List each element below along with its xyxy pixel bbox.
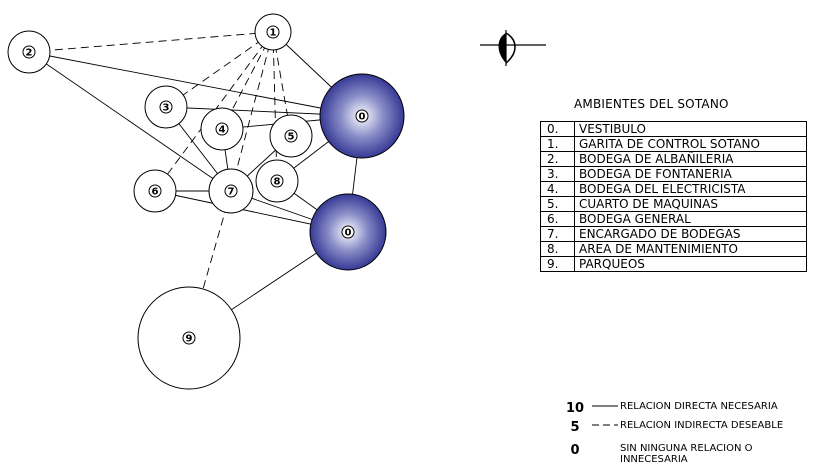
key-value: 10 <box>565 401 585 416</box>
node-badge <box>148 184 162 198</box>
legend-row: 8.AREA DE MANTENIMIENTO <box>540 241 807 257</box>
legend-row: 2.BODEGA DE ALBAÑILERIA <box>540 151 807 167</box>
node-label: 4 <box>219 125 226 136</box>
legend-row: 4.BODEGA DEL ELECTRICISTA <box>540 181 807 197</box>
edge-n2-n1 <box>28 31 274 53</box>
legend-row: 1.GARITA DE CONTROL SOTANO <box>540 136 807 152</box>
legend-row: 6.BODEGA GENERAL <box>540 211 807 227</box>
node-n8: 8 <box>255 159 299 203</box>
key-value: 5 <box>570 420 580 435</box>
legend-row-name: CUARTO DE MAQUINAS <box>574 196 807 212</box>
key-text: RELACION DIRECTA NECESARIA <box>620 401 778 412</box>
edge-n2-n7 <box>28 51 232 192</box>
node-badge <box>215 122 229 136</box>
legend-row-number: 4. <box>540 181 575 197</box>
legend-row-number: 8. <box>540 241 575 257</box>
legend-row-number: 6. <box>540 211 575 227</box>
legend-row-number: 3. <box>540 166 575 182</box>
legend-row-name: BODEGA GENERAL <box>574 211 807 227</box>
node-label: 5 <box>288 132 295 143</box>
edge-n1-n8 <box>272 31 278 182</box>
legend-row: 9.PARQUEOS <box>540 256 807 272</box>
space-nodes: 1 2 3 4 5 0 6 7 8 0 9 <box>7 13 405 390</box>
key-value: 0 <box>570 443 580 458</box>
legend-row-name: ENCARGADO DE BODEGAS <box>574 226 807 242</box>
legend-title: AMBIENTES DEL SOTANO <box>574 97 729 111</box>
node-n0b: 0 <box>309 193 387 271</box>
key-row-indirect: 5 RELACION INDIRECTA DESEABLE <box>560 420 783 435</box>
key-text: SIN NINGUNA RELACION O INNECESARIA <box>620 443 753 465</box>
legend-row: 5.CUARTO DE MAQUINAS <box>540 196 807 212</box>
legend-row: 3.BODEGA DE FONTANERIA <box>540 166 807 182</box>
node-label: 0 <box>359 112 366 123</box>
legend-row-name: BODEGA DE FONTANERIA <box>574 166 807 182</box>
node-n2: 2 <box>7 30 51 74</box>
key-row-none: 0 SIN NINGUNA RELACION O INNECESARIA <box>560 443 760 465</box>
node-n4: 4 <box>200 107 244 151</box>
node-n9: 9 <box>137 286 241 390</box>
legend-row-number: 7. <box>540 226 575 242</box>
node-n1: 1 <box>254 13 292 51</box>
legend-row-name: AREA DE MANTENIMIENTO <box>574 241 807 257</box>
node-badge <box>22 45 36 59</box>
key-text: RELACION INDIRECTA DESEABLE <box>620 420 784 431</box>
legend-row: 7.ENCARGADO DE BODEGAS <box>540 226 807 242</box>
node-badge <box>182 331 196 345</box>
legend-row-number: 0. <box>540 121 575 137</box>
node-n0a: 0 <box>319 73 405 159</box>
legend-row-name: BODEGA DEL ELECTRICISTA <box>574 181 807 197</box>
node-n3: 3 <box>144 85 188 129</box>
node-badge <box>284 129 298 143</box>
node-label: 1 <box>270 28 277 39</box>
node-label: 6 <box>152 187 159 198</box>
key-row-direct: 10 RELACION DIRECTA NECESARIA <box>560 401 778 416</box>
node-label: 8 <box>274 177 281 188</box>
dashed-line-icon <box>590 420 620 430</box>
legend-row-name: BODEGA DE ALBAÑILERIA <box>574 151 807 167</box>
node-label: 7 <box>228 187 235 198</box>
node-badge <box>270 174 284 188</box>
node-n6: 6 <box>133 169 177 213</box>
legend-row-number: 9. <box>540 256 575 272</box>
node-label: 3 <box>163 103 170 114</box>
edge-n2-n0a <box>28 51 363 117</box>
node-badge <box>224 184 238 198</box>
node-badge <box>341 225 355 239</box>
node-badge <box>159 100 173 114</box>
node-label: 2 <box>26 48 33 59</box>
node-badge <box>266 25 280 39</box>
edge-n1-n7 <box>230 31 274 192</box>
node-n7: 7 <box>208 168 254 214</box>
north-arrow-icon <box>480 30 546 66</box>
legend-row-number: 1. <box>540 136 575 152</box>
node-n5: 5 <box>269 114 313 158</box>
edge-n1-n3 <box>165 31 274 108</box>
legend-row-name: PARQUEOS <box>574 256 807 272</box>
legend-row-name: VESTIBULO <box>574 121 807 137</box>
node-label: 9 <box>186 334 193 345</box>
edge-n1-n6 <box>154 31 274 192</box>
legend-row-name: GARITA DE CONTROL SOTANO <box>574 136 807 152</box>
relationship-diagram: 1 2 3 4 5 0 6 7 8 0 9 <box>7 13 405 390</box>
node-badge <box>355 109 369 123</box>
legend-row-number: 5. <box>540 196 575 212</box>
legend-row-number: 2. <box>540 151 575 167</box>
solid-line-icon <box>590 401 620 411</box>
node-label: 0 <box>345 228 352 239</box>
legend-row: 0.VESTIBULO <box>540 121 807 137</box>
